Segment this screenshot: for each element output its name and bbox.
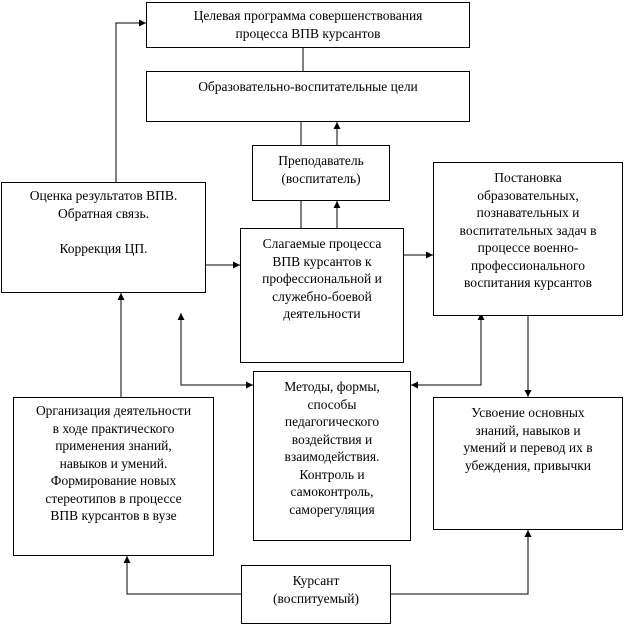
arrow-cadet-to-mastering	[391, 530, 532, 595]
methods-box: Методы, формы, способы педагогического в…	[253, 371, 411, 541]
teacher-text: Преподаватель (воспитатель)	[278, 153, 364, 186]
task-setting-box: Постановка образовательных, познавательн…	[433, 162, 623, 316]
teacher-box: Преподаватель (воспитатель)	[252, 145, 390, 201]
evaluation-box: Оценка результатов ВПВ. Обратная связь. …	[1, 182, 206, 293]
arrow-cadet-to-organization	[123, 556, 241, 595]
goals-box: Образовательно-воспитательные цели	[146, 71, 470, 122]
evaluation-text: Оценка результатов ВПВ. Обратная связь. …	[29, 188, 178, 256]
cadet-box: Курсант (воспитуемый)	[241, 565, 391, 624]
methods-text: Методы, формы, способы педагогического в…	[284, 379, 380, 517]
cadet-text: Курсант (воспитуемый)	[273, 573, 359, 606]
mastering-box: Усвоение основных знаний, навыков и умен…	[433, 397, 623, 530]
arrow-methods-tasks	[411, 313, 485, 389]
organization-box: Организация деятельности в ходе практиче…	[13, 397, 214, 556]
arrow-evaluation-to-program	[115, 19, 146, 182]
arrow-evaluation-methods	[177, 313, 253, 389]
task-setting-text: Постановка образовательных, познавательн…	[459, 170, 597, 290]
target-program-text: Целевая программа совершенствования проц…	[193, 8, 423, 41]
mastering-text: Усвоение основных знаний, навыков и умен…	[463, 405, 593, 473]
goals-text: Образовательно-воспитательные цели	[198, 79, 418, 94]
components-text: Слагаемые процесса ВПВ курсантов к профе…	[262, 236, 382, 321]
target-program-box: Целевая программа совершенствования проц…	[146, 2, 470, 48]
organization-text: Организация деятельности в ходе практиче…	[35, 403, 192, 523]
components-box: Слагаемые процесса ВПВ курсантов к профе…	[240, 228, 404, 363]
